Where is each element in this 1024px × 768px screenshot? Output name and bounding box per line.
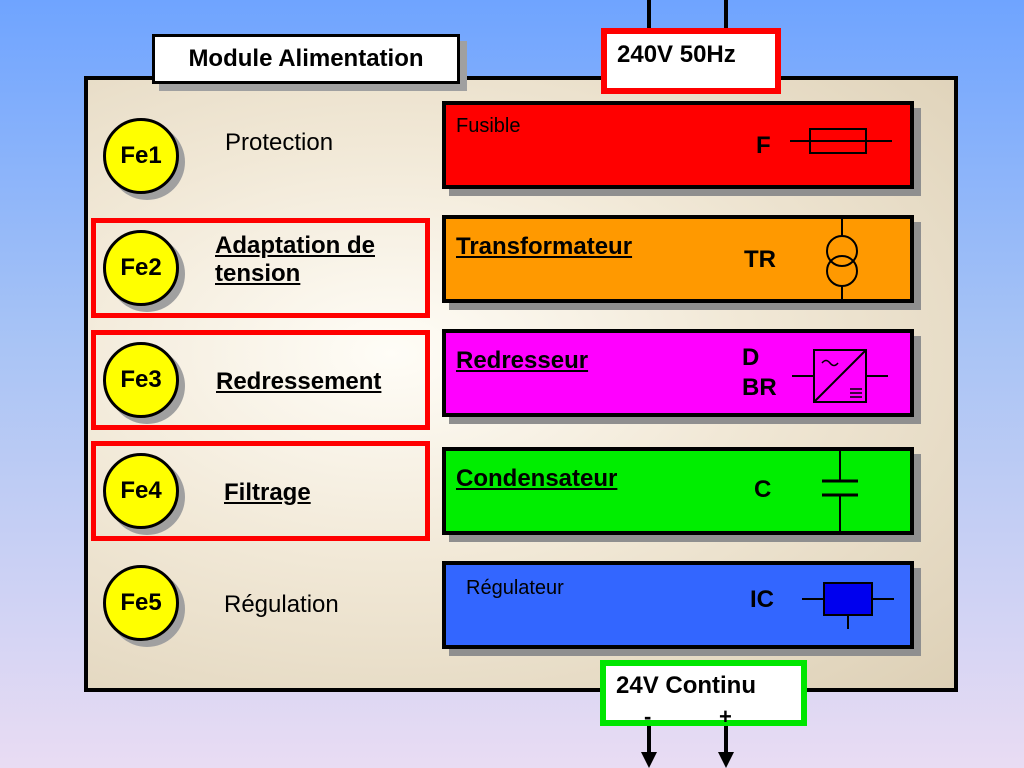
capacitor-icon xyxy=(822,451,858,531)
component-symbol-d: D xyxy=(742,344,760,371)
function-label-regulation: Régulation xyxy=(224,591,339,618)
function-circle-fe5: Fe5 xyxy=(103,565,179,641)
function-label-filtrage: Filtrage xyxy=(224,479,311,506)
component-symbol-c: C xyxy=(754,476,772,503)
function-label-adaptation-line1: Adaptation de xyxy=(215,232,375,259)
output-voltage-label: 24V Continu xyxy=(616,672,757,699)
highlight-frame-fe3 xyxy=(91,330,430,430)
function-circle-fe1: Fe1 xyxy=(103,118,179,194)
component-symbol-br: BR xyxy=(742,374,777,401)
input-voltage-label: 240V 50Hz xyxy=(607,34,775,88)
output-plus-label: + xyxy=(719,704,732,729)
rectifier-icon xyxy=(792,349,888,403)
highlight-frame-fe2 xyxy=(91,218,430,318)
component-block-redresseur: Redresseur D BR xyxy=(442,329,914,417)
input-voltage-box: 240V 50Hz xyxy=(601,28,781,94)
function-label-redressement: Redressement xyxy=(216,368,382,395)
function-circle-fe3: Fe3 xyxy=(103,342,179,418)
component-name-regulateur: Régulateur xyxy=(466,577,564,599)
component-symbol-tr: TR xyxy=(744,246,776,273)
component-block-fusible: Fusible F xyxy=(442,101,914,189)
component-name-fusible: Fusible xyxy=(456,115,521,137)
function-label-adaptation: Adaptation de tension xyxy=(215,232,375,288)
component-block-regulateur: Régulateur IC xyxy=(442,561,914,649)
output-voltage-inner: 24V Continu - + xyxy=(606,666,801,728)
fuse-icon xyxy=(790,128,892,154)
component-name-condensateur: Condensateur xyxy=(456,465,618,492)
highlight-frame-fe4 xyxy=(91,441,430,541)
component-symbol-f: F xyxy=(756,132,771,159)
function-label-protection: Protection xyxy=(225,129,334,156)
function-circle-fe2: Fe2 xyxy=(103,230,179,306)
function-label-adaptation-line2: tension xyxy=(215,260,301,287)
output-minus-label: - xyxy=(644,704,652,729)
component-block-transformateur: Transformateur TR xyxy=(442,215,914,303)
component-block-condensateur: Condensateur C xyxy=(442,447,914,535)
component-name-redresseur: Redresseur xyxy=(456,347,589,374)
function-circle-fe4: Fe4 xyxy=(103,453,179,529)
component-symbol-ic: IC xyxy=(750,586,774,613)
output-voltage-box: 24V Continu - + xyxy=(600,660,807,728)
component-name-transformateur: Transformateur xyxy=(456,233,633,260)
transformer-icon xyxy=(826,219,858,303)
module-title: Module Alimentation xyxy=(152,34,460,84)
regulator-icon xyxy=(802,582,894,629)
